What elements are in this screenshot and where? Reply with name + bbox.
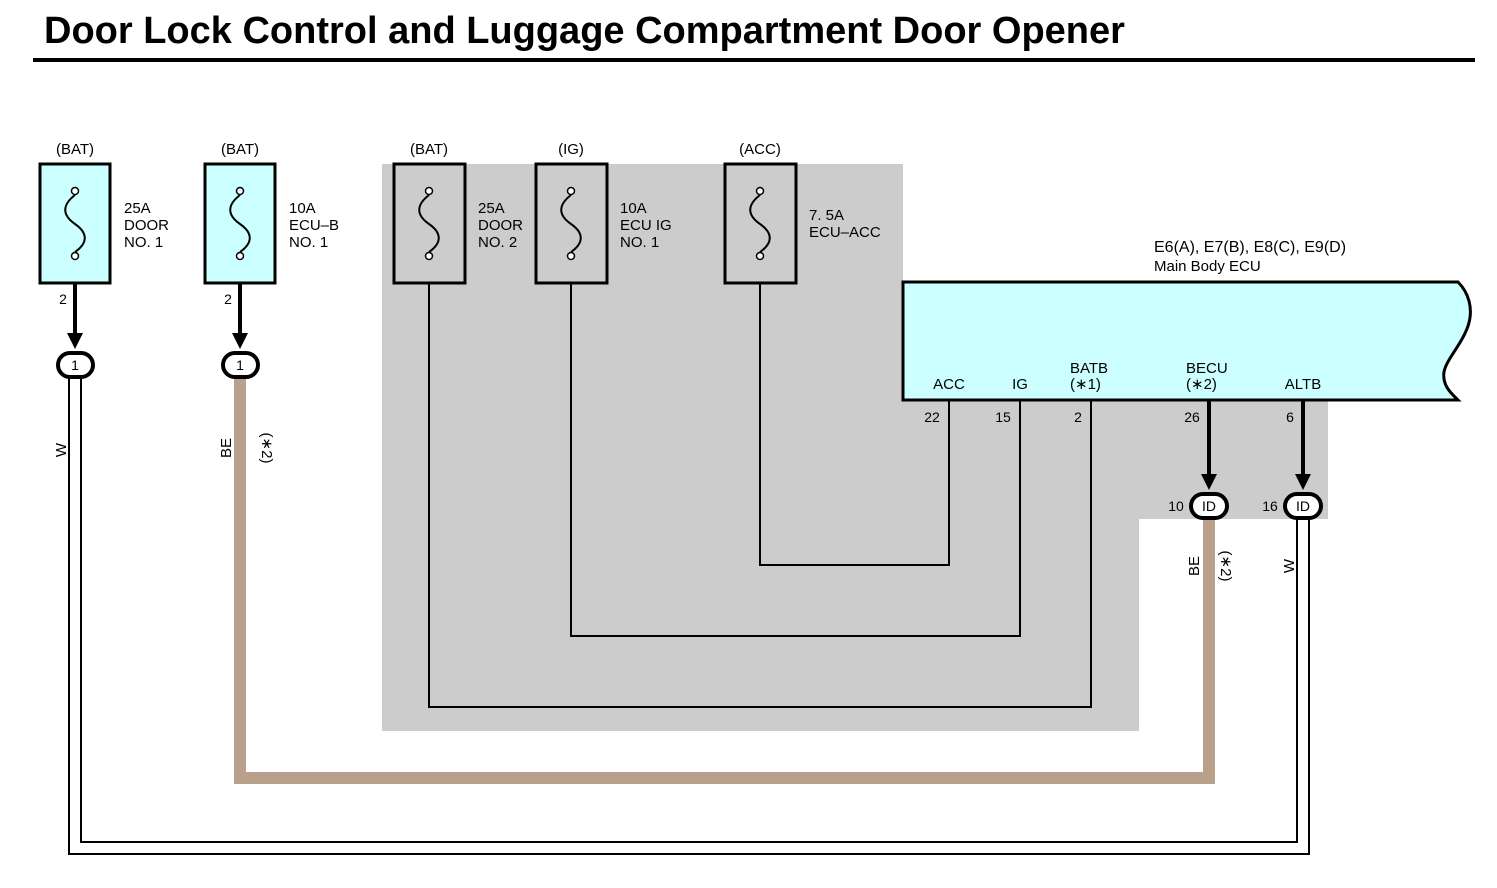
terminal-altb-name: ALTB: [1285, 376, 1321, 393]
junction-id-16: ID: [1283, 492, 1323, 520]
fuse2-source: (BAT): [221, 141, 259, 158]
ecu-connectors: E6(A), E7(B), E8(C), E9(D): [1154, 239, 1346, 256]
fuse5-source: (ACC): [739, 141, 781, 158]
fuse4-name: ECU IG: [620, 217, 672, 234]
wire-w: [70, 376, 1308, 853]
wire-label-w-left: W: [53, 442, 70, 457]
fuse1-number: NO. 1: [124, 234, 163, 251]
fuse4-source: (IG): [558, 141, 584, 158]
fuse2-pin: 2: [224, 291, 232, 307]
fuse-door-no2: [392, 162, 467, 285]
fuse5-name: ECU–ACC: [809, 224, 881, 241]
fuse-ecu-ig-no1: [534, 162, 609, 285]
wire-label-be-right-note: (∗2): [1217, 551, 1234, 582]
fuse2-rating: 10A: [289, 200, 316, 217]
terminal-batb-pin: 2: [1074, 409, 1082, 425]
diagram-title: Door Lock Control and Luggage Compartmen…: [44, 10, 1125, 52]
terminal-batb-note: (∗1): [1070, 376, 1101, 393]
junction-16-pin: 16: [1262, 498, 1278, 514]
wire-label-be-right: BE: [1186, 556, 1203, 576]
terminal-batb-name: BATB: [1070, 360, 1108, 377]
fuse3-rating: 25A: [478, 200, 505, 217]
fuse3-number: NO. 2: [478, 234, 517, 251]
fuse-door-no1: [38, 162, 112, 285]
terminal-acc-name: ACC: [933, 376, 965, 393]
terminal-ig-pin: 15: [995, 409, 1011, 425]
fuse-ecu-acc: [723, 162, 798, 285]
fuse2-number: NO. 1: [289, 234, 328, 251]
fuse5-rating: 7. 5A: [809, 207, 844, 224]
terminal-becu-note: (∗2): [1186, 376, 1217, 393]
title-underline: [33, 58, 1475, 62]
fuse1-name: DOOR: [124, 217, 169, 234]
terminal-becu-pin: 26: [1184, 409, 1200, 425]
fuse1-pin: 2: [59, 291, 67, 307]
wire-ig: [570, 257, 1021, 637]
svg-text:1: 1: [71, 357, 79, 373]
terminal-altb-pin: 6: [1286, 409, 1294, 425]
svg-text:ID: ID: [1202, 498, 1216, 514]
terminal-becu-name: BECU: [1186, 360, 1228, 377]
connector-1-left: 1: [56, 351, 95, 379]
wire-batb: [428, 257, 1092, 708]
terminal-ig-name: IG: [1012, 376, 1028, 393]
svg-text:ID: ID: [1296, 498, 1310, 514]
fuse4-number: NO. 1: [620, 234, 659, 251]
junction-10-pin: 10: [1168, 498, 1184, 514]
fuse3-name: DOOR: [478, 217, 523, 234]
wire-label-w-right: W: [1281, 558, 1298, 573]
svg-text:1: 1: [236, 357, 244, 373]
fuse2-name: ECU–B: [289, 217, 339, 234]
connector-1-right: 1: [221, 351, 260, 379]
fuse-ecu-b-no1: [203, 162, 277, 285]
wire-acc: [759, 257, 950, 566]
ecu-name: Main Body ECU: [1154, 258, 1261, 275]
fuse4-rating: 10A: [620, 200, 647, 217]
wire-label-be-left-note: (∗2): [258, 433, 275, 464]
terminal-acc-pin: 22: [924, 409, 940, 425]
wire-be: [234, 376, 1215, 784]
fuse3-source: (BAT): [410, 141, 448, 158]
fuse1-source: (BAT): [56, 141, 94, 158]
junction-id-10: ID: [1189, 492, 1229, 520]
wire-label-be-left: BE: [218, 438, 235, 458]
fuse1-rating: 25A: [124, 200, 151, 217]
ecu-body: [901, 280, 1472, 402]
